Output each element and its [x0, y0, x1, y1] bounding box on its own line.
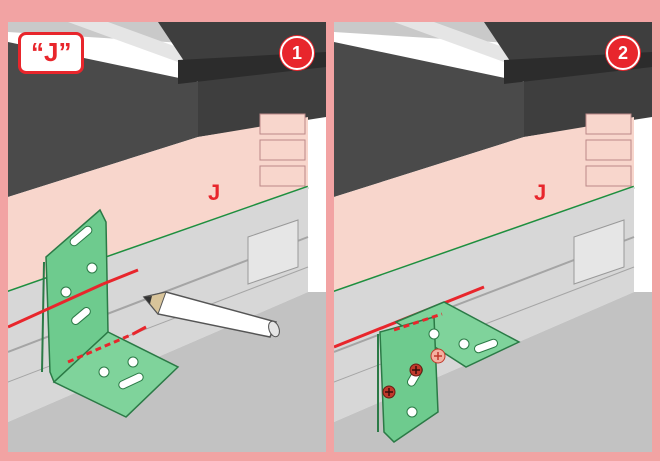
pencil-icon: [142, 291, 280, 338]
reference-tag: “J”: [18, 32, 85, 74]
step-2-illustration: [334, 22, 652, 452]
step-1-illustration: [8, 22, 326, 452]
reference-mark: J: [534, 180, 547, 205]
step-2-panel: 2 J: [334, 22, 652, 452]
reference-mark: J: [208, 180, 221, 205]
step-1-panel: “J” 1 J: [8, 22, 326, 452]
bracket-icon: [41, 208, 180, 418]
screw-icon: [382, 348, 446, 399]
step-number-badge: 1: [280, 36, 314, 70]
step-number-badge: 2: [606, 36, 640, 70]
